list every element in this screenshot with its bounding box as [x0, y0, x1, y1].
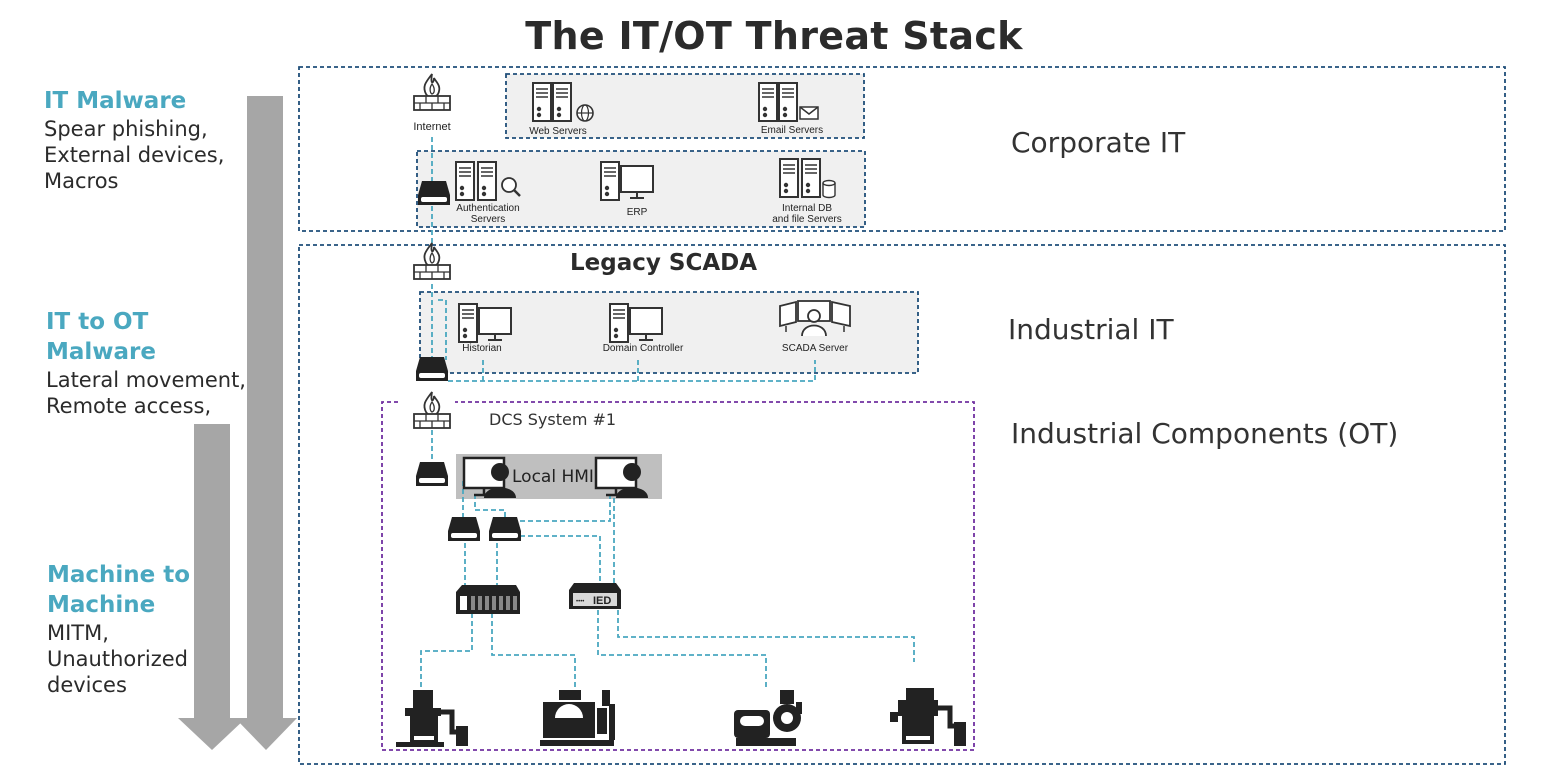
plc-switch-b-icon [489, 517, 521, 541]
dcs-box [381, 401, 975, 751]
web-server-icon [532, 82, 552, 122]
corporate-it-zone [298, 66, 1506, 232]
threat-title: Machine to [47, 562, 191, 588]
auth-server-icon [477, 161, 497, 201]
email-server-icon [778, 82, 798, 122]
threat-title: IT to OT [46, 309, 149, 335]
scada-operator-icon [779, 300, 851, 337]
threat-desc: Unauthorized [47, 647, 188, 671]
db-server-icon [801, 158, 821, 198]
db-servers-label-line: and file Servers [772, 214, 842, 225]
zone-label-industrial-components: Industrial Components (OT) [1011, 417, 1399, 450]
threat-arrows [178, 96, 297, 750]
internet-label: Internet [413, 121, 451, 133]
db-servers-label-line: Internal DB [781, 203, 833, 214]
db-server-icon [779, 158, 799, 198]
erp-label: ERP [626, 207, 648, 218]
threat-desc: Macros [44, 169, 119, 193]
threat-desc: Lateral movement, [46, 368, 246, 392]
dcs-switch-icon [416, 462, 448, 486]
historian-label: Historian [462, 343, 502, 354]
plc-rack-icon [456, 585, 520, 614]
page-title: The IT/OT Threat Stack [525, 14, 1023, 58]
zone-label-industrial-it: Industrial IT [1008, 313, 1174, 346]
envelope-icon [799, 106, 819, 120]
auth-servers-label: Authentication Servers [446, 203, 530, 225]
dcs-firewall-icon [413, 391, 451, 429]
ied-device-icon: •••• IED [569, 583, 621, 609]
ied-label: IED [593, 595, 611, 607]
domain-controller-server-icon [609, 303, 629, 343]
web-servers-label: Web Servers [529, 126, 587, 137]
scada-firewall-icon [413, 242, 451, 280]
threat-desc: Spear phishing, [44, 117, 208, 141]
submersible-pump-icon [890, 688, 966, 746]
threat-title: Machine [47, 592, 156, 618]
internet-firewall-icon [413, 73, 451, 111]
magnifier-icon [501, 177, 521, 197]
email-server-icon [758, 82, 778, 122]
scada-switch-icon [416, 357, 448, 381]
db-servers-label: Internal DB and file Servers [762, 203, 852, 225]
svg-text:••••: •••• [576, 599, 584, 605]
threat-it-to-ot: IT to OT Malware Lateral movement, Remot… [46, 307, 246, 419]
globe-icon [576, 104, 594, 122]
domain-controller-label: Domain Controller [602, 343, 684, 354]
threat-machine-to-machine: Machine to Machine MITM, Unauthorized de… [47, 560, 190, 698]
auth-servers-label-line: Authentication [456, 203, 520, 214]
motor-pump-icon [540, 690, 615, 746]
legacy-scada-title: Legacy SCADA [570, 250, 758, 276]
email-servers-label: Email Servers [760, 125, 824, 136]
threat-desc: External devices, [44, 143, 225, 167]
scada-server-label: SCADA Server [781, 343, 849, 354]
zone-label-corporate-it: Corporate IT [1011, 126, 1186, 159]
threat-title: IT Malware [44, 88, 187, 114]
threat-title: Malware [46, 339, 157, 365]
erp-server-icon [600, 161, 620, 201]
compressor-icon [734, 690, 802, 746]
pump-icon [396, 690, 468, 747]
network-links [420, 137, 915, 690]
local-hmi-label: Local HMI [512, 467, 594, 487]
historian-server-icon [458, 303, 478, 343]
auth-server-icon [455, 161, 475, 201]
industrial-zone [298, 244, 1506, 765]
database-icon [822, 179, 836, 199]
threat-desc: Remote access, [46, 394, 212, 418]
auth-servers-label-line: Servers [470, 214, 506, 225]
dcs-system-label: DCS System #1 [489, 410, 617, 429]
threat-desc: devices [47, 673, 127, 697]
web-server-icon [552, 82, 572, 122]
threat-desc: MITM, [47, 621, 109, 645]
plc-switch-a-icon [448, 517, 480, 541]
threat-it-malware: IT Malware Spear phishing, External devi… [44, 86, 224, 194]
corporate-switch-icon [418, 181, 450, 205]
